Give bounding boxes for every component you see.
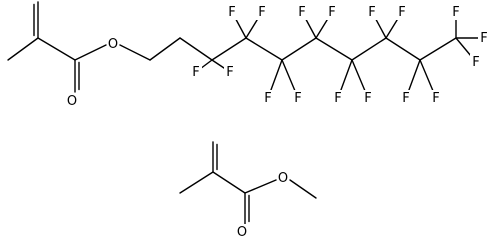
m1-fluorine-9-background bbox=[332, 90, 344, 106]
m1-chain-bond-5 bbox=[281, 37, 317, 61]
m1-fluorine-14: F bbox=[430, 90, 442, 106]
m1-chain-bond-4 bbox=[245, 37, 283, 61]
m1-fluorine-13-background bbox=[400, 90, 412, 106]
m1-fluorine-6-background bbox=[292, 90, 304, 106]
m2-carbonyl-oxygen: O bbox=[236, 224, 248, 240]
m1-fluorine-5-text: F bbox=[264, 91, 271, 106]
m1-ester-oxygen-background bbox=[107, 36, 119, 52]
m1-fluorine-16-text: F bbox=[480, 31, 487, 46]
m2-carbonyl-oxygen-background bbox=[236, 224, 248, 240]
m2-bond-o-methyl bbox=[289, 179, 317, 199]
m1-fluorine-6-text: F bbox=[294, 91, 301, 106]
m1-fluorine-2: F bbox=[224, 64, 236, 80]
m1-fluorine-1: F bbox=[190, 64, 202, 80]
m1-fluorine-2-text: F bbox=[226, 65, 233, 80]
m1-bond-c1-o bbox=[74, 44, 107, 61]
m2-ester-oxygen-text: O bbox=[278, 171, 288, 186]
m1-fluorine-17-text: F bbox=[472, 55, 479, 70]
m1-fluorine-14-background bbox=[430, 90, 442, 106]
m1-fluorine-6: F bbox=[292, 90, 304, 106]
m1-fluorine-5-background bbox=[262, 90, 274, 106]
m1-fluorine-2-background bbox=[224, 64, 236, 80]
m1-fluorine-16-background bbox=[478, 30, 490, 46]
m1-fluorine-16: F bbox=[478, 30, 490, 46]
m1-fluorine-13-text: F bbox=[402, 91, 409, 106]
m1-fluorine-3-background bbox=[226, 4, 238, 20]
m1-fluorine-11: F bbox=[366, 4, 378, 20]
m1-carbonyl-oxygen-text: O bbox=[67, 94, 77, 109]
m1-ester-oxygen-text: O bbox=[108, 37, 118, 52]
m1-fluorine-3-text: F bbox=[228, 5, 235, 20]
m2-bond-c2-c1 bbox=[212, 171, 246, 194]
m1-fluorine-10: F bbox=[362, 90, 374, 106]
m1-fluorine-9: F bbox=[332, 90, 344, 106]
m1-carbonyl-oxygen-background bbox=[66, 93, 78, 109]
m1-fluorine-11-background bbox=[366, 4, 378, 20]
m1-chain-bond-9 bbox=[419, 37, 457, 61]
m1-chain-bond-2 bbox=[179, 37, 213, 61]
m1-fluorine-10-text: F bbox=[364, 91, 371, 106]
m1-fluorine-12: F bbox=[396, 4, 408, 20]
m1-fluorine-15-text: F bbox=[452, 5, 459, 20]
m1-fluorine-8-text: F bbox=[328, 5, 335, 20]
m2-ester-oxygen-background bbox=[277, 170, 289, 186]
m2-methyl-bond bbox=[179, 171, 214, 194]
m1-fluorine-1-text: F bbox=[192, 65, 199, 80]
m1-bond-o-ch2 bbox=[119, 44, 151, 61]
m1-fluorine-3: F bbox=[226, 4, 238, 20]
m1-fluorine-15-background bbox=[450, 4, 462, 20]
m1-chain-bond-3 bbox=[211, 37, 247, 61]
m2-carbonyl-oxygen-text: O bbox=[237, 225, 247, 240]
m1-bond-c2-c1 bbox=[37, 37, 76, 61]
m1-fluorine-5: F bbox=[262, 90, 274, 106]
m1-fluorine-11-text: F bbox=[368, 5, 375, 20]
m1-fluorine-1-background bbox=[190, 64, 202, 80]
m1-fluorine-14-text: F bbox=[432, 91, 439, 106]
m1-fluorine-4: F bbox=[256, 4, 268, 20]
m1-chain-bond-1 bbox=[149, 37, 181, 61]
m1-fluorine-7-text: F bbox=[298, 5, 305, 20]
m1-fluorine-17-background bbox=[470, 54, 482, 70]
m1-fluorine-10-background bbox=[362, 90, 374, 106]
m1-chain-bond-6 bbox=[315, 37, 353, 61]
m2-ester-oxygen: O bbox=[277, 170, 289, 186]
m1-fluorine-7: F bbox=[296, 4, 308, 20]
m1-fluorine-13: F bbox=[400, 90, 412, 106]
m1-fluorine-4-background bbox=[256, 4, 268, 20]
m1-fluorine-8: F bbox=[326, 4, 338, 20]
m1-fluorine-8-background bbox=[326, 4, 338, 20]
m1-chain-bond-7 bbox=[351, 37, 387, 61]
m1-fluorine-12-text: F bbox=[398, 5, 405, 20]
m1-fluorine-9-text: F bbox=[334, 91, 341, 106]
m1-fluorine-15: F bbox=[450, 4, 462, 20]
m1-fluorine-4-text: F bbox=[258, 5, 265, 20]
m1-carbonyl-oxygen: O bbox=[66, 93, 78, 109]
m2-bond-c1-o bbox=[244, 179, 277, 194]
bond-layer bbox=[7, 1, 485, 225]
m1-methyl-bond bbox=[7, 37, 39, 61]
m1-ester-oxygen: O bbox=[107, 36, 119, 52]
m1-fluorine-7-background bbox=[296, 4, 308, 20]
m1-chain-bond-8 bbox=[385, 37, 421, 61]
m1-fluorine-12-background bbox=[396, 4, 408, 20]
m1-fluorine-17: F bbox=[470, 54, 482, 70]
